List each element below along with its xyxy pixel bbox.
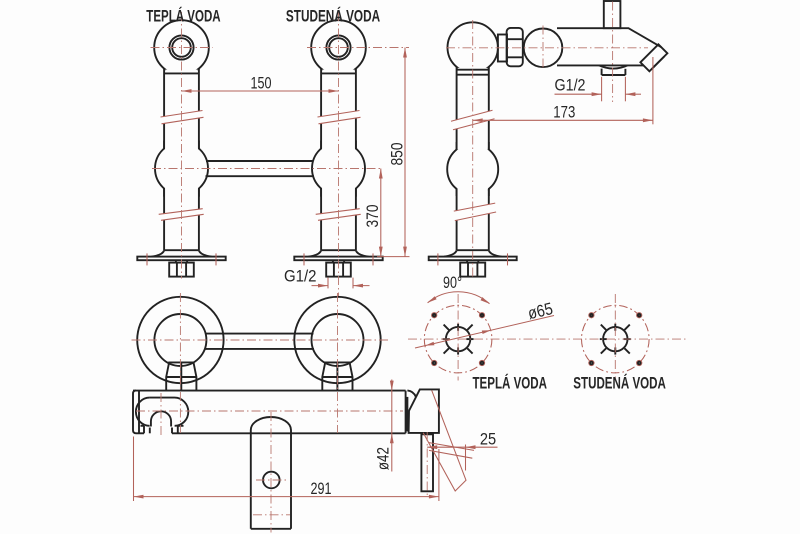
svg-text:TEPLÁ VODA: TEPLÁ VODA [473, 373, 548, 392]
svg-text:850: 850 [388, 143, 407, 166]
svg-text:370: 370 [363, 205, 382, 228]
svg-text:25: 25 [480, 429, 496, 448]
svg-text:ø42: ø42 [374, 447, 393, 470]
svg-text:150: 150 [251, 73, 272, 92]
svg-text:90°: 90° [443, 273, 462, 292]
svg-text:G1/2: G1/2 [284, 266, 317, 285]
svg-text:STUDENÁ VODA: STUDENÁ VODA [573, 373, 666, 392]
svg-text:291: 291 [311, 479, 332, 498]
svg-text:173: 173 [553, 103, 575, 122]
svg-text:G1/2: G1/2 [555, 76, 586, 95]
svg-text:STUDENÁ VODA: STUDENÁ VODA [286, 6, 380, 25]
svg-text:TEPLÁ VODA: TEPLÁ VODA [146, 6, 220, 25]
